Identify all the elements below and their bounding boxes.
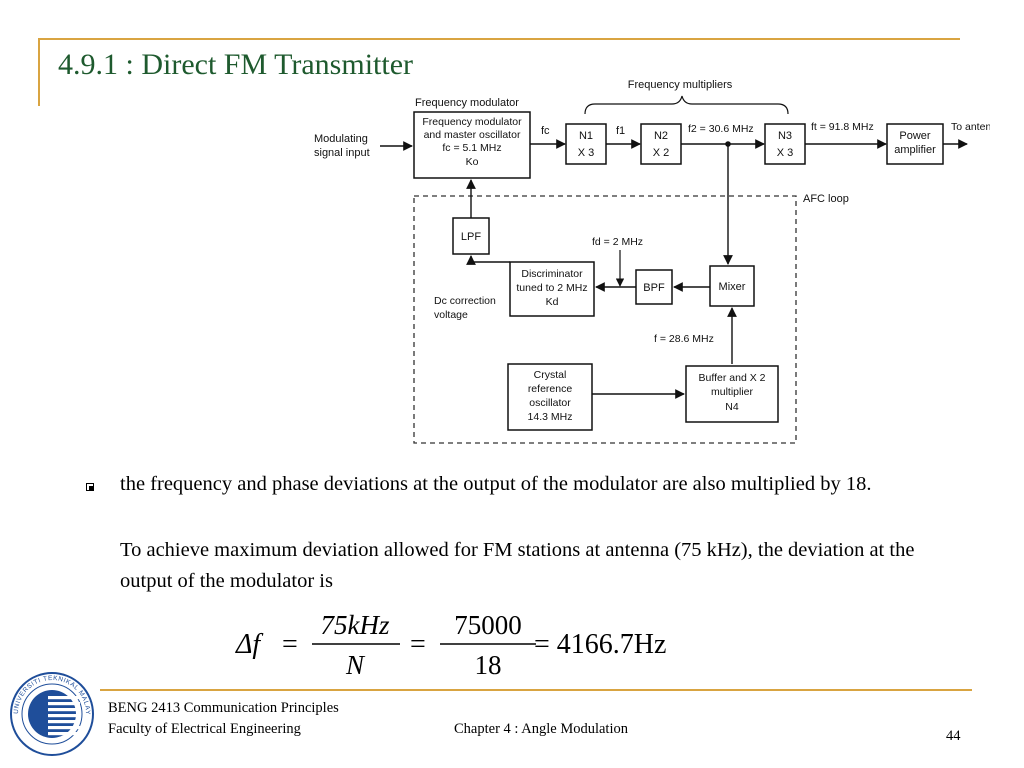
- buffer-multiplier-box: [685, 365, 779, 423]
- freq-multipliers-label: Frequency multipliers: [628, 79, 733, 91]
- lpf-label: LPF: [461, 231, 481, 243]
- n2-line-2: X 2: [653, 147, 670, 159]
- crystal-oscillator-box: [507, 363, 593, 431]
- modulating-input-label-1: Modulating: [314, 133, 368, 145]
- footer-course: BENG 2413 Communication Principles: [108, 700, 339, 716]
- fm-transmitter-diagram: Frequency multipliers Frequency modulato…: [314, 79, 990, 444]
- equation-lhs: Δf: [235, 629, 263, 660]
- ft-label: ft = 91.8 MHz: [811, 121, 874, 133]
- mixer-label: Mixer: [719, 281, 746, 293]
- freq-modulator-box: [413, 111, 531, 179]
- freq-multipliers-brace: [584, 95, 789, 115]
- deviation-equation: Δf = 75kHz N = 75000 18 = 4166.7Hz: [235, 610, 666, 680]
- bpf-label: BPF: [643, 282, 665, 294]
- disc-to-lpf: [466, 255, 510, 265]
- buffer-line-1: Buffer and X 2: [699, 372, 766, 384]
- f-mixer-label: f = 28.6 MHz: [654, 333, 714, 345]
- bullet-text: the frequency and phase deviations at th…: [120, 473, 872, 495]
- equation-equals-2: =: [410, 629, 426, 660]
- fd-label: fd = 2 MHz: [592, 236, 643, 248]
- crystal-line-1: Crystal: [534, 369, 567, 381]
- antenna-label: To antenna: [951, 121, 990, 133]
- n3-box: [764, 123, 806, 165]
- paragraph-text: To achieve maximum deviation allowed for…: [120, 539, 915, 592]
- discriminator-line-3: Kd: [546, 296, 559, 308]
- discriminator-box: [509, 261, 595, 317]
- afc-loop-region: [413, 195, 797, 444]
- equation-result: = 4166.7Hz: [534, 629, 666, 660]
- power-amp-line-2: amplifier: [894, 144, 936, 156]
- mixer-box: [709, 265, 755, 307]
- f1-label: f1: [616, 125, 625, 137]
- n3-line-2: X 3: [777, 147, 794, 159]
- top-rule: [38, 38, 960, 40]
- buffer-line-2: multiplier: [711, 386, 754, 398]
- crystal-line-2: reference: [528, 383, 573, 395]
- modulating-input-label-2: signal input: [314, 147, 370, 159]
- bpf-box: [635, 269, 673, 305]
- fc-label: fc: [541, 125, 550, 137]
- discriminator-line-1: Discriminator: [521, 268, 583, 280]
- freq-modulator-heading: Frequency modulator: [415, 97, 519, 109]
- crystal-line-3: oscillator: [529, 397, 571, 409]
- n1-line-2: X 3: [578, 147, 595, 159]
- dc-correction-label-1: Dc correction: [434, 295, 496, 307]
- buffer-line-3: N4: [725, 401, 739, 413]
- fraction1-denominator: N: [345, 650, 366, 680]
- university-logo: UNIVERSITI TEKNIKAL MALAYSIA MELAKA: [8, 668, 94, 756]
- n2-line-1: N2: [654, 130, 668, 142]
- discriminator-line-2: tuned to 2 MHz: [516, 282, 587, 294]
- bullet-marker: [86, 483, 94, 491]
- dc-correction-label-2: voltage: [434, 309, 468, 321]
- crystal-line-4: 14.3 MHz: [528, 411, 573, 423]
- left-rule: [38, 38, 40, 106]
- f2-label: f2 = 30.6 MHz: [688, 123, 754, 135]
- modulator-line-2: and master oscillator: [424, 129, 521, 141]
- afc-loop-label: AFC loop: [803, 193, 849, 205]
- f2-junction: [725, 141, 731, 147]
- modulator-line-4: Ko: [466, 156, 479, 168]
- n1-line-1: N1: [579, 130, 593, 142]
- footer-rule: [100, 689, 972, 691]
- slide-title: 4.9.1 : Direct FM Transmitter: [58, 48, 414, 81]
- n3-line-1: N3: [778, 130, 792, 142]
- modulator-line-3: fc = 5.1 MHz: [442, 142, 501, 154]
- power-amp-line-1: Power: [899, 130, 931, 142]
- page-number: 44: [946, 728, 961, 744]
- lpf-box: [452, 217, 490, 255]
- footer-chapter: Chapter 4 : Angle Modulation: [454, 721, 628, 737]
- fraction2-denominator: 18: [475, 650, 502, 680]
- fraction2-numerator: 75000: [454, 610, 522, 640]
- footer-faculty: Faculty of Electrical Engineering: [108, 721, 301, 737]
- fraction1-numerator: 75kHz: [321, 610, 390, 640]
- equation-equals-1: =: [282, 629, 298, 660]
- modulator-line-1: Frequency modulator: [422, 116, 522, 128]
